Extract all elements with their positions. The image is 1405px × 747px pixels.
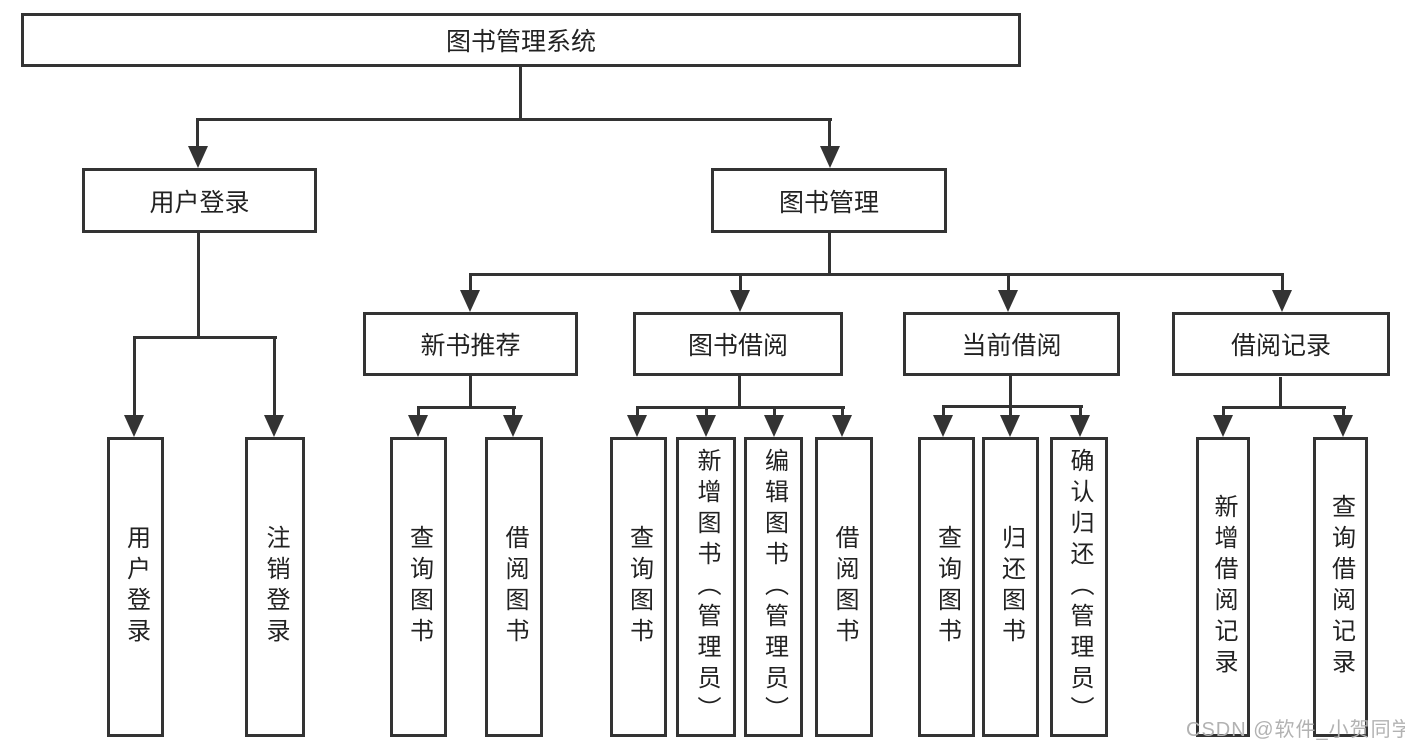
node-borrow-records: 借阅记录 <box>1172 312 1390 376</box>
connector-line <box>942 405 1083 408</box>
connector-line <box>519 67 522 121</box>
node-edit-books-admin: 编辑图书（管理员） <box>744 437 803 737</box>
node-label: 查询借阅记录 <box>1327 494 1355 680</box>
arrowhead <box>503 415 523 437</box>
connector-line <box>133 336 277 339</box>
node-label: 归还图书 <box>997 525 1025 649</box>
node-add-borrow-record: 新增借阅记录 <box>1196 437 1250 737</box>
connector-line <box>469 273 1284 276</box>
node-query-borrow-record: 查询借阅记录 <box>1313 437 1368 737</box>
node-label: 借阅记录 <box>1230 332 1331 360</box>
node-query-books-borrow: 查询图书 <box>610 437 667 737</box>
node-logout: 注销登录 <box>245 437 305 737</box>
connector-line <box>1279 377 1282 408</box>
arrowhead <box>764 415 784 437</box>
connector-line <box>841 406 844 417</box>
arrowhead <box>696 415 716 437</box>
arrowhead <box>1000 415 1020 437</box>
node-label: 图书借阅 <box>687 332 788 360</box>
csdn-watermark: CSDN @软件_小贺同学 <box>1186 719 1405 741</box>
connector-line <box>469 376 472 408</box>
arrowhead <box>124 415 144 437</box>
arrowhead <box>460 290 480 312</box>
connector-line <box>1222 406 1346 409</box>
connector-line <box>773 406 776 417</box>
node-return-books: 归还图书 <box>982 437 1039 737</box>
connector-line <box>197 118 832 121</box>
node-user-login: 用户登录 <box>82 168 317 233</box>
arrowhead <box>832 415 852 437</box>
connector-line <box>469 273 472 292</box>
node-label: 图书管理系统 <box>445 28 596 56</box>
node-query-books-recommend: 查询图书 <box>390 437 447 737</box>
node-label: 查询图书 <box>625 525 653 649</box>
arrowhead <box>1333 415 1353 437</box>
connector-line <box>1009 376 1012 407</box>
arrowhead <box>627 415 647 437</box>
arrowhead <box>933 415 953 437</box>
arrowhead <box>1070 415 1090 437</box>
connector-line <box>1079 405 1082 417</box>
node-book-borrow: 图书借阅 <box>633 312 843 376</box>
connector-line <box>1009 405 1012 417</box>
arrowhead <box>998 290 1018 312</box>
node-label: 借阅图书 <box>501 525 528 649</box>
connector-line <box>197 232 200 339</box>
arrowhead <box>1272 290 1292 312</box>
connector-line <box>1007 273 1010 292</box>
node-confirm-return-admin: 确认归还（管理员） <box>1050 437 1108 737</box>
connector-line <box>1281 273 1284 292</box>
node-label: 图书管理 <box>778 188 879 217</box>
node-label: 注销登录 <box>262 525 289 649</box>
node-label: 用户登录 <box>122 525 150 649</box>
connector-line <box>942 405 945 417</box>
node-label: 新书推荐 <box>420 332 521 360</box>
connector-line <box>1222 406 1225 417</box>
node-current-borrow: 当前借阅 <box>903 312 1120 376</box>
connector-line <box>417 406 516 409</box>
connector-line <box>705 406 708 417</box>
connector-line <box>1342 406 1345 417</box>
node-add-books-admin: 新增图书（管理员） <box>676 437 736 737</box>
node-new-book-recommend: 新书推荐 <box>363 312 578 376</box>
node-label: 新增借阅记录 <box>1210 494 1237 680</box>
connector-line <box>273 336 276 417</box>
connector-line <box>636 406 845 409</box>
connector-line <box>133 336 136 417</box>
node-root: 图书管理系统 <box>21 13 1021 67</box>
node-borrow-books: 借阅图书 <box>815 437 873 737</box>
arrowhead <box>1213 415 1233 437</box>
node-label: 编辑图书（管理员） <box>760 447 788 727</box>
node-label: 新增图书（管理员） <box>693 447 720 727</box>
arrowhead <box>188 146 208 168</box>
arrowhead <box>264 415 284 437</box>
node-label: 用户登录 <box>149 188 250 217</box>
node-book-management: 图书管理 <box>711 168 947 233</box>
connector-line <box>739 273 742 292</box>
node-label: 当前借阅 <box>961 332 1062 360</box>
node-borrow-books-recommend: 借阅图书 <box>485 437 543 737</box>
node-label: 查询图书 <box>405 525 433 649</box>
connector-line <box>636 406 639 417</box>
node-label: 确认归还（管理员） <box>1066 447 1093 727</box>
arrowhead <box>730 290 750 312</box>
connector-line <box>738 376 741 408</box>
arrowhead <box>820 146 840 168</box>
connector-line <box>512 406 515 417</box>
connector-line <box>828 233 831 276</box>
arrowhead <box>408 415 428 437</box>
node-query-books-current: 查询图书 <box>918 437 975 737</box>
node-user-login-leaf: 用户登录 <box>107 437 164 737</box>
connector-line <box>417 406 420 417</box>
connector-line <box>196 118 199 148</box>
node-label: 借阅图书 <box>831 525 858 649</box>
node-label: 查询图书 <box>933 525 961 649</box>
connector-line <box>828 118 831 148</box>
